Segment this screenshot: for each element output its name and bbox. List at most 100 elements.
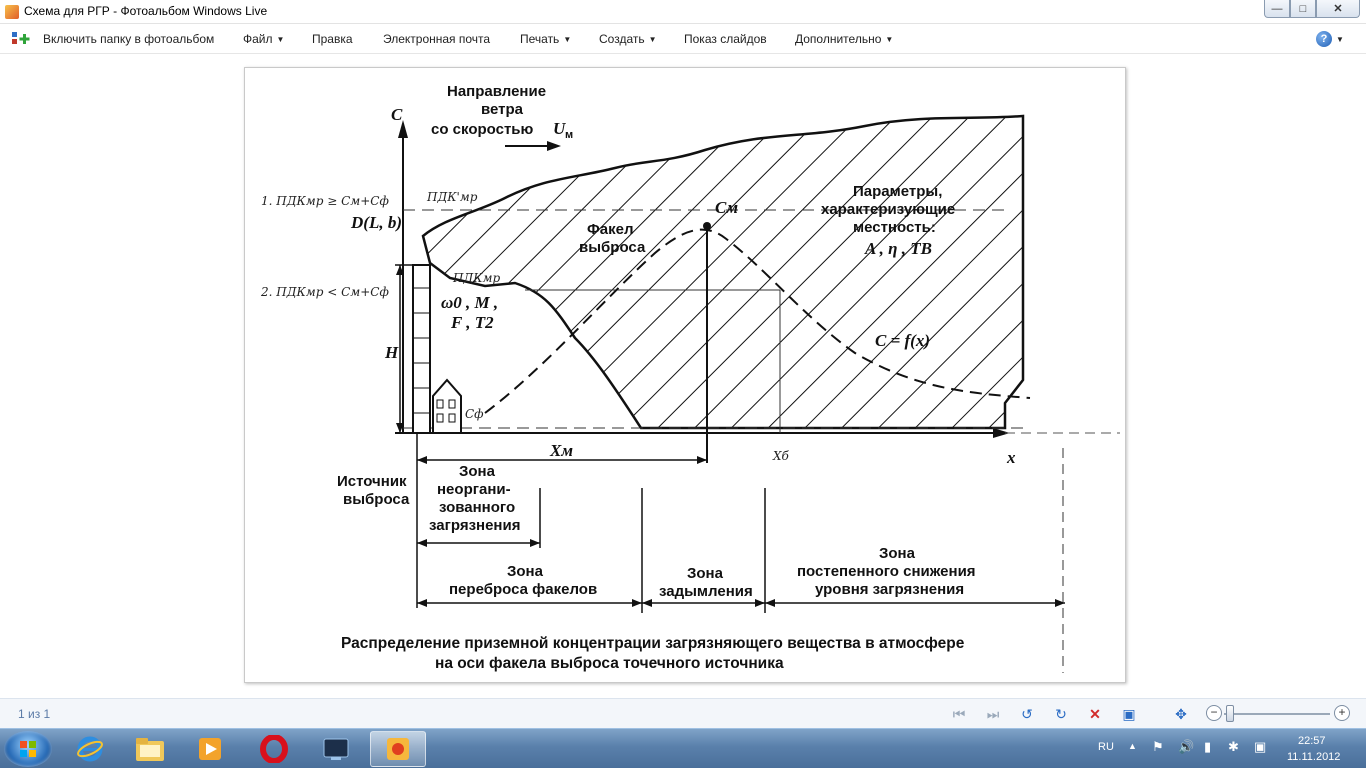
add-folder-icon [12, 32, 30, 44]
slideshow-button[interactable]: Показ слайдов [684, 32, 767, 46]
terrain-region [421, 114, 1025, 430]
caption-line-1: Распределение приземной концентрации заг… [341, 635, 965, 652]
help-icon[interactable]: ? [1316, 31, 1332, 47]
close-button[interactable]: ✕ [1316, 0, 1360, 18]
zoom-out-icon[interactable]: − [1206, 705, 1222, 721]
title-bar: Схема для РГР - Фотоальбом Windows Live … [0, 0, 1366, 24]
maximize-button[interactable]: □ [1290, 0, 1316, 18]
cm-point [703, 222, 711, 230]
help-chevron-down-icon[interactable]: ▼ [1336, 35, 1344, 44]
fit-to-window-icon[interactable]: ✥ [1175, 705, 1187, 722]
zone1-label-1: Зона [459, 463, 496, 480]
window-title: Схема для РГР - Фотоальбом Windows Live [24, 4, 268, 18]
rotate-left-icon[interactable]: ↺ [1021, 705, 1033, 722]
language-indicator[interactable]: RU [1098, 741, 1114, 753]
power-icon[interactable]: ▮ [1204, 739, 1212, 754]
photo-viewer: C x Направление ветра со скоростью U м 1… [0, 55, 1366, 698]
taskbar-photo-gallery[interactable] [370, 731, 426, 767]
pdk-prime-label: ПДК'мр [426, 190, 478, 204]
chevron-down-icon: ▼ [563, 35, 572, 44]
wind-arrow-icon [547, 141, 561, 151]
source-label-2: выброса [343, 491, 410, 508]
taskbar-kmplayer[interactable] [308, 731, 364, 767]
c-axis-label: C [391, 105, 403, 124]
zone4-label-2: постепенного снижения [797, 563, 976, 580]
show-hidden-icons-icon[interactable]: ▲ [1128, 741, 1137, 751]
concentration-curve [484, 228, 1031, 414]
taskbar-media-player[interactable] [182, 731, 238, 767]
command-bar: Включить папку в фотоальбом Файл▼ Правка… [0, 24, 1366, 54]
note-2: 2. ПДКмр < См+Сф [260, 285, 389, 299]
windows-logo-icon [20, 741, 36, 757]
emission-params-2: F , T2 [450, 313, 494, 332]
wind-symbol-sub: м [565, 129, 573, 141]
slideshow-icon[interactable]: ▣ [1122, 705, 1136, 722]
plume-label-2: выброса [579, 239, 646, 256]
folder-icon [136, 738, 164, 761]
minimize-button[interactable]: — [1264, 0, 1290, 18]
first-photo-icon[interactable]: ⏮ [952, 705, 966, 722]
taskbar-opera[interactable] [246, 731, 302, 767]
chevron-down-icon: ▼ [885, 35, 894, 44]
action-center-icon[interactable]: ⚑ [1152, 739, 1164, 754]
taskbar-ie[interactable] [62, 731, 118, 767]
volume-icon[interactable]: 🔊 [1178, 739, 1195, 754]
print-menu[interactable]: Печать▼ [520, 32, 572, 46]
network-icon[interactable]: ▣ [1254, 739, 1267, 754]
create-menu[interactable]: Создать▼ [599, 32, 657, 46]
edit-menu[interactable]: Правка [312, 32, 353, 46]
start-button[interactable] [4, 731, 52, 767]
terrain-label-2: характеризующие [821, 201, 955, 218]
concentration-function-label: C = f(x) [875, 331, 930, 350]
kmplayer-icon [323, 738, 349, 760]
zone2-label-2: переброса факелов [449, 581, 597, 598]
x-axis-label: x [1006, 448, 1016, 467]
wind-symbol: U [553, 119, 566, 138]
wind-label-1: Направление [447, 83, 546, 100]
clock-time[interactable]: 22:57 [1298, 735, 1326, 747]
file-menu[interactable]: Файл▼ [243, 32, 285, 46]
photo-gallery-icon [387, 738, 409, 760]
zone3-label-1: Зона [687, 565, 724, 582]
add-folder-button[interactable]: Включить папку в фотоальбом [43, 32, 215, 46]
zoom-slider-track[interactable] [1224, 713, 1330, 715]
photo-counter: 1 из 1 [18, 707, 51, 721]
emission-params-1: ω0 , M , [441, 293, 498, 312]
dlb-label: D(L, b) [350, 213, 402, 232]
zoom-in-icon[interactable]: + [1334, 705, 1350, 721]
max-conc-label: Cм [715, 198, 738, 217]
email-button[interactable]: Электронная почта [383, 32, 491, 46]
xm-label: Xм [549, 441, 573, 460]
extra-menu[interactable]: Дополнительно▼ [795, 32, 894, 46]
wind-label-2: ветра [481, 101, 524, 118]
delete-icon[interactable]: ✕ [1089, 705, 1101, 722]
x-axis-arrow-icon [993, 428, 1010, 438]
media-player-icon [199, 738, 221, 760]
xb-label: Xб [772, 449, 790, 463]
c-axis-arrow-icon [398, 120, 408, 138]
photo-gallery-app-icon [5, 5, 19, 19]
bluetooth-icon[interactable]: ✱ [1228, 739, 1239, 754]
caption-line-2: на оси факела выброса точечного источник… [435, 655, 784, 672]
terrain-label-3: местность: [853, 219, 936, 236]
plume-label-1: Факел [587, 221, 634, 238]
wind-label-3: со скоростью [431, 121, 534, 138]
pdk-label: ПДКмр [452, 271, 500, 285]
terrain-label-1: Параметры, [853, 183, 942, 200]
chimney [412, 264, 431, 434]
taskbar-explorer[interactable] [122, 731, 178, 767]
rotate-right-icon[interactable]: ↻ [1055, 705, 1067, 722]
internet-explorer-icon [77, 736, 103, 762]
source-label-1: Источник [337, 473, 407, 490]
clock-date[interactable]: 11.11.2012 [1287, 751, 1341, 763]
zoom-slider-thumb[interactable] [1226, 705, 1234, 722]
zone1-label-2: неоргани- [437, 481, 511, 498]
chevron-down-icon: ▼ [276, 35, 285, 44]
zone1-label-4: загрязнения [429, 517, 520, 534]
next-photo-icon[interactable]: ⏭ [986, 705, 1000, 722]
zone2-label-1: Зона [507, 563, 544, 580]
background-conc-label: Сф [465, 407, 484, 421]
terrain-label-4: A , η , TB [864, 239, 932, 258]
chevron-down-icon: ▼ [648, 35, 657, 44]
viewer-controls-bar: 1 из 1 ⏮ ⏭ ↺ ↻ ✕ ▣ ✥ − + [0, 698, 1366, 728]
